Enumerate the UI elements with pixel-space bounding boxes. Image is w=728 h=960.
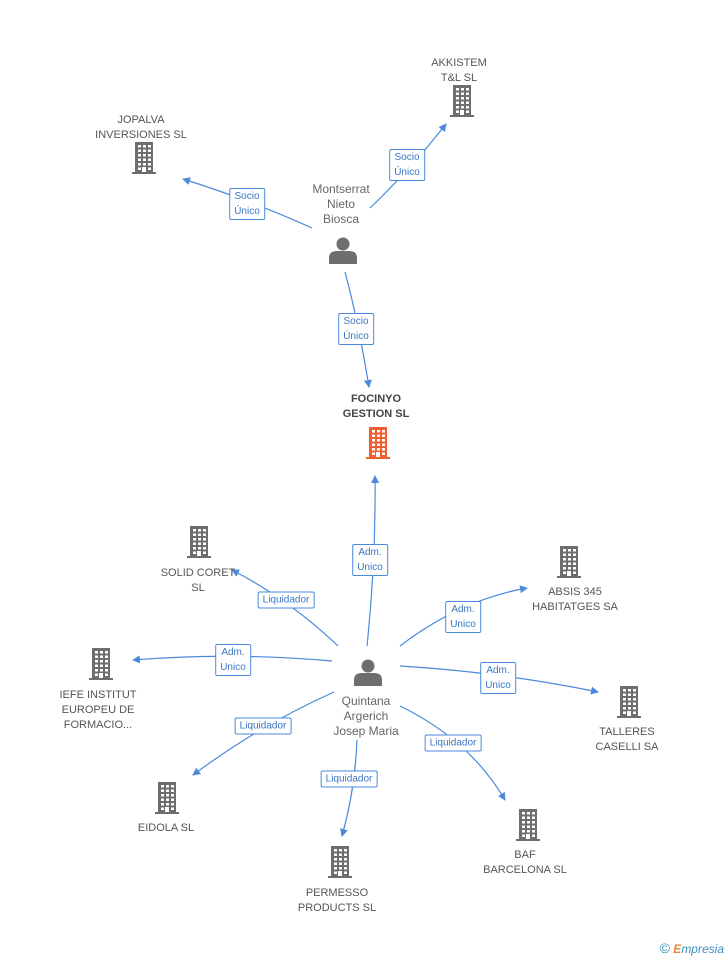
person-icon-quintana[interactable] — [354, 659, 382, 687]
edge-label-quintana-eidola[interactable]: Liquidador — [234, 717, 292, 735]
node-label-focinyo[interactable]: FOCINYO GESTION SL — [343, 392, 410, 422]
node-label-line: GESTION SL — [342, 408, 410, 420]
brand-watermark: © Empresia — [660, 940, 724, 956]
edge-label-quintana-permesso[interactable]: Liquidador — [320, 770, 378, 788]
building-icon-eidola[interactable] — [155, 782, 179, 814]
node-label-line: FOCINYO — [350, 393, 402, 405]
node-label-talleres[interactable]: TALLERES CASELLI SA — [596, 725, 659, 755]
building-icon-solid[interactable] — [187, 526, 211, 558]
node-label-line: SOLID CORET — [160, 567, 236, 579]
edge-label-line: Unico — [450, 619, 476, 630]
node-label-line: Argerich — [343, 709, 389, 723]
building-icon-iefe[interactable] — [89, 648, 113, 680]
node-label-eidola[interactable]: EIDOLA SL — [138, 821, 194, 836]
edge-quintana-baf — [399, 705, 506, 801]
edge-label-line: Adm. — [451, 604, 475, 615]
edge-label-line: Socio — [394, 152, 420, 163]
edge-label-quintana-baf[interactable]: Liquidador — [424, 734, 482, 752]
node-label-line: HABITATGES SA — [532, 601, 618, 613]
node-label-line: SL — [191, 582, 205, 594]
node-label-line: EIDOLA SL — [137, 822, 195, 834]
person-icon-montserrat[interactable] — [329, 237, 357, 265]
building-icon-akkistem[interactable] — [450, 85, 474, 117]
node-label-line: IEFE INSTITUT — [59, 689, 137, 701]
copyright-icon: © — [659, 940, 670, 956]
node-label-jopalva[interactable]: JOPALVA INVERSIONES SL — [95, 113, 187, 143]
edge-label-line: Socio — [343, 316, 369, 327]
node-label-line: TALLERES — [599, 726, 655, 738]
edge-label-line: Único — [343, 331, 369, 342]
node-label-line: Nieto — [326, 197, 356, 211]
building-icon-baf[interactable] — [516, 809, 540, 841]
edge-label-line: Unico — [485, 680, 511, 691]
node-label-line: ABSIS 345 — [548, 586, 602, 598]
edge-label-quintana-solid[interactable]: Liquidador — [257, 591, 315, 609]
node-label-baf[interactable]: BAF BARCELONA SL — [483, 848, 567, 878]
edge-quintana-permesso — [340, 739, 358, 837]
node-label-akkistem[interactable]: AKKISTEM T&L SL — [431, 56, 487, 86]
edge-label-line: Único — [234, 206, 260, 217]
node-label-line: BAF — [514, 849, 536, 861]
building-icon-jopalva[interactable] — [132, 142, 156, 174]
brand-initial: E — [673, 942, 682, 956]
building-icon-absis[interactable] — [557, 546, 581, 578]
node-label-line: FORMACIO... — [63, 719, 133, 731]
node-label-line: PERMESSO — [305, 887, 369, 899]
node-label-line: Biosca — [322, 212, 360, 226]
edge-label-line: Liquidador — [429, 737, 477, 749]
edge-label-quintana-focinyo[interactable]: Adm. Unico — [352, 544, 388, 576]
node-label-line: PRODUCTS SL — [297, 902, 377, 914]
edge-label-line: Socio — [234, 191, 260, 202]
edge-label-line: Liquidador — [325, 773, 373, 785]
edge-label-quintana-iefe[interactable]: Adm. Unico — [215, 644, 251, 676]
edge-label-line: Único — [394, 167, 420, 178]
building-icon-talleres[interactable] — [617, 686, 641, 718]
node-label-iefe[interactable]: IEFE INSTITUT EUROPEU DE FORMACIO... — [60, 688, 137, 733]
node-label-line: CASELLI SA — [595, 741, 659, 753]
node-label-line: BARCELONA SL — [483, 864, 567, 876]
edge-label-line: Adm. — [486, 665, 510, 676]
node-label-line: AKKISTEM — [431, 57, 487, 69]
building-icon-permesso[interactable] — [328, 846, 352, 878]
node-label-solid[interactable]: SOLID CORET SL — [161, 566, 236, 596]
building-icon-focinyo[interactable] — [366, 427, 390, 459]
edge-label-line: Adm. — [358, 547, 382, 558]
node-label-line: Quintana — [341, 694, 391, 708]
edge-label-line: Liquidador — [262, 594, 310, 606]
node-label-permesso[interactable]: PERMESSO PRODUCTS SL — [298, 886, 376, 916]
edge-label-line: Unico — [220, 662, 246, 673]
edge-label-quintana-talleres[interactable]: Adm. Unico — [480, 662, 516, 694]
edge-label-line: Adm. — [221, 647, 245, 658]
edge-label-quintana-absis[interactable]: Adm. Unico — [445, 601, 481, 633]
brand-name: mpresia — [681, 942, 724, 956]
node-label-line: JOPALVA — [117, 114, 165, 126]
node-label-line: Montserrat — [312, 182, 370, 196]
edge-label-line: Liquidador — [239, 720, 287, 732]
node-label-line: INVERSIONES SL — [95, 129, 187, 141]
node-label-line: T&L SL — [440, 72, 478, 84]
node-label-line: EUROPEU DE — [61, 704, 135, 716]
edge-label-line: Unico — [357, 562, 383, 573]
node-label-line: Josep Maria — [333, 724, 399, 738]
